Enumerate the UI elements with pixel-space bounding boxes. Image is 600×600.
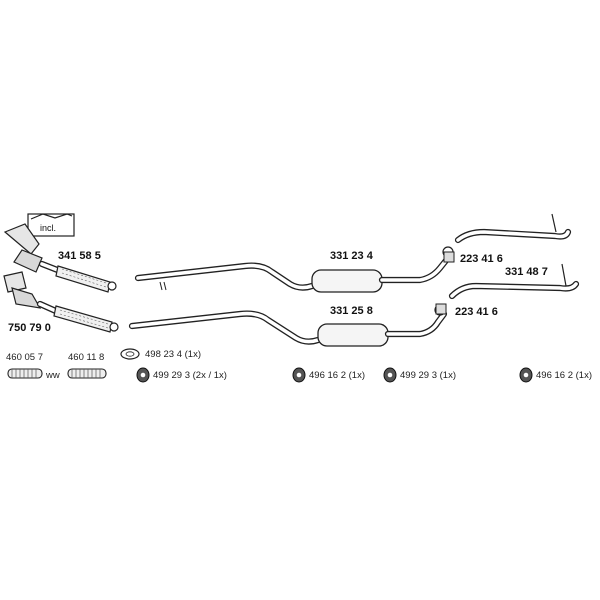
flex-pipe-2-icon: [67, 368, 107, 379]
hanger-icon-3: [383, 367, 397, 383]
hanger-icon-1: [136, 367, 150, 383]
incl-label: incl.: [40, 223, 56, 233]
part-label-front-pipe-upper: 331 23 4: [330, 250, 373, 262]
rear-pipe-upper: [442, 213, 572, 258]
hanger-icon-2: [292, 367, 306, 383]
part-label-rear-pipe: 331 48 7: [505, 266, 548, 278]
part-label-gasket: 498 23 4 (1x): [145, 349, 201, 360]
part-label-hanger-1: 499 29 3 (2x / 1x): [153, 370, 227, 381]
part-label-clamp-upper: 223 41 6: [460, 253, 503, 265]
flex-pipe-1-icon: [7, 368, 43, 379]
part-label-cat-converter-upper: 341 58 5: [58, 250, 101, 262]
cat-converter-upper: [3, 223, 117, 293]
part-label-hanger-4: 496 16 2 (1x): [536, 370, 592, 381]
front-pipe-upper: [134, 254, 452, 293]
part-label-clamp-lower: 223 41 6: [455, 306, 498, 318]
cat-converter-lower: [3, 271, 119, 333]
clamp-icon-upper: [443, 251, 455, 263]
part-label-flex-pipe-2: 460 11 8: [68, 352, 105, 363]
hanger-icon-4: [519, 367, 533, 383]
part-label-flex-pipe-1: 460 05 7: [6, 352, 43, 363]
part-label-front-pipe-lower: 331 25 8: [330, 305, 373, 317]
included-parts-box: incl.: [27, 213, 75, 237]
gasket-icon: [120, 348, 140, 360]
ww-label: ww: [46, 370, 60, 381]
front-pipe-lower: [128, 310, 448, 347]
clamp-icon-lower: [435, 303, 447, 315]
part-label-cat-converter-lower: 750 79 0: [8, 322, 51, 334]
part-label-hanger-2: 496 16 2 (1x): [309, 370, 365, 381]
part-label-hanger-3: 499 29 3 (1x): [400, 370, 456, 381]
